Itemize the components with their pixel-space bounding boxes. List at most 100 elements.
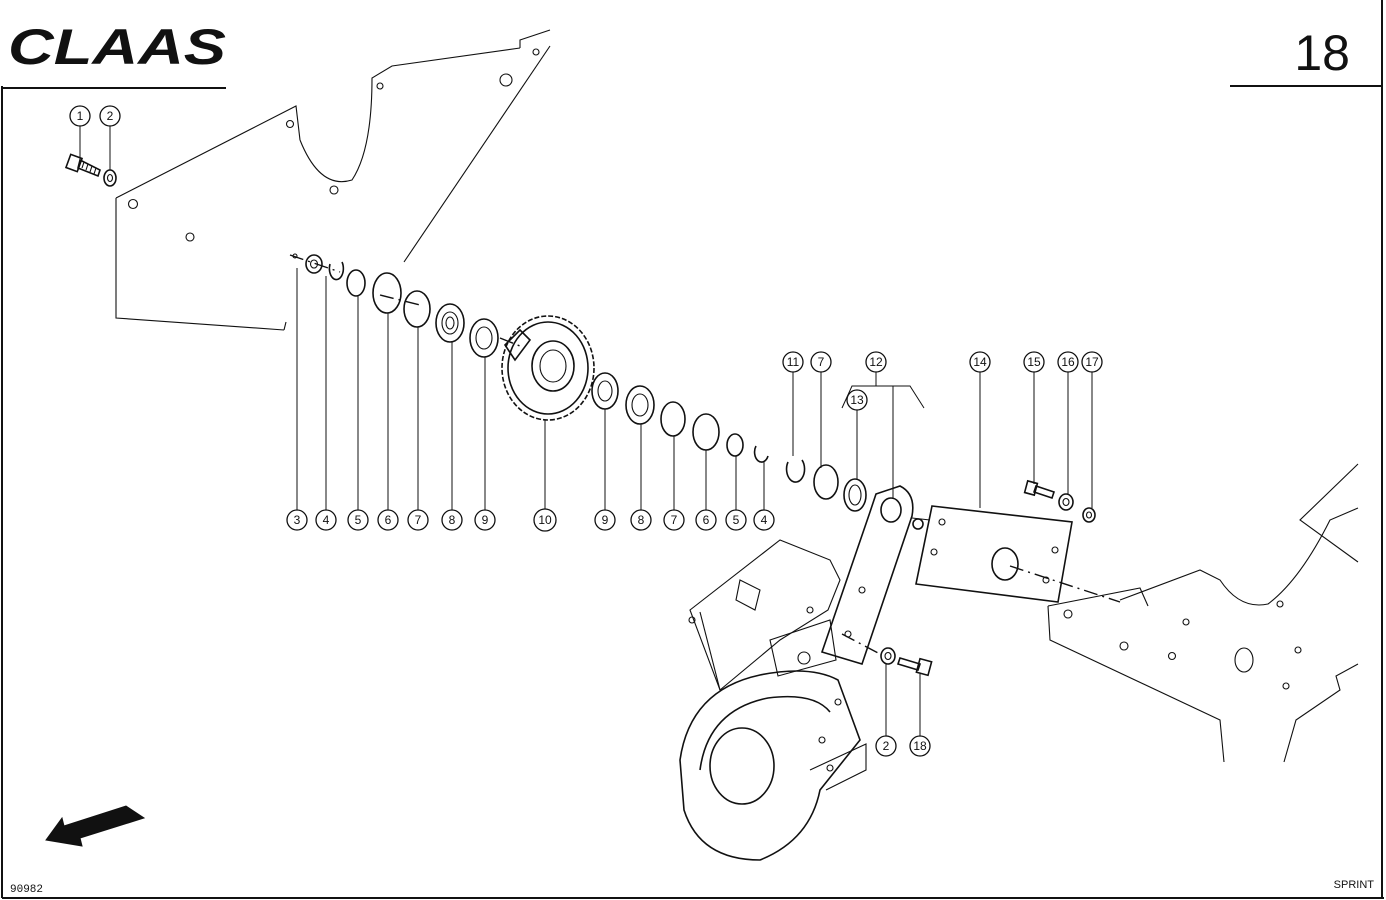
circlip-4	[328, 261, 345, 281]
callout-15: 15	[1023, 351, 1045, 373]
arrow-left-down-icon	[45, 805, 146, 847]
bearing-8-right	[625, 385, 655, 425]
callout-8-right: 8	[630, 509, 652, 531]
callout-1-label: 1	[77, 109, 84, 123]
nut-3	[305, 254, 323, 274]
callout-9-right-label: 9	[602, 513, 609, 527]
callout-10-label: 10	[538, 513, 552, 527]
callout-7-top-label: 7	[818, 355, 825, 369]
callout-6-label: 6	[385, 513, 392, 527]
callout-13: 13	[846, 389, 868, 411]
callout-17-label: 17	[1085, 355, 1099, 369]
nut-3-bore	[309, 259, 319, 269]
callout-6: 6	[377, 509, 399, 531]
bolt-18-centerline	[841, 633, 881, 655]
spacer-9-bore	[475, 326, 493, 350]
sprocket-10	[501, 315, 595, 421]
callout-4-right: 4	[753, 509, 775, 531]
washer-2-bottom	[880, 647, 896, 665]
arm-12	[820, 485, 931, 665]
callouts: 1 2 3 4 5 6 7 8 9 10 9 8 7 6 5 4 11 7 12…	[69, 105, 1103, 757]
ring-7-right	[660, 401, 686, 437]
ring-5	[346, 269, 366, 297]
logo-text: CLAAS	[8, 19, 226, 75]
washer-16	[1058, 493, 1074, 511]
shaft-components	[292, 253, 867, 512]
circlip-11	[785, 459, 806, 483]
callout-16-label: 16	[1061, 355, 1075, 369]
callout-11: 11	[782, 351, 804, 373]
ring-7	[403, 290, 431, 328]
callout-8-label: 8	[449, 513, 456, 527]
bearing-8-right-inner	[631, 393, 649, 417]
right-frame-plate	[1047, 463, 1359, 763]
callout-5-right: 5	[725, 509, 747, 531]
callout-5: 5	[347, 509, 369, 531]
callout-7-right: 7	[663, 509, 685, 531]
callout-7-right-label: 7	[671, 513, 678, 527]
callout-11-label: 11	[787, 355, 800, 369]
spacer-9	[469, 318, 499, 358]
callout-12-label: 12	[869, 355, 883, 369]
plate-14	[915, 505, 1121, 603]
callout-2: 2	[99, 105, 121, 127]
spacer-9-right	[591, 372, 619, 410]
callout-18: 18	[909, 735, 931, 757]
callout-14: 14	[969, 351, 991, 373]
callout-9-label: 9	[482, 513, 489, 527]
left-frame-plate	[115, 29, 551, 331]
callout-14-label: 14	[973, 355, 987, 369]
callout-2-label: 2	[107, 109, 114, 123]
callout-3-label: 3	[294, 513, 301, 527]
callout-6-right: 6	[695, 509, 717, 531]
claas-logo: CLAAS	[8, 19, 226, 75]
bearing-8	[435, 303, 465, 343]
callout-7-label: 7	[415, 513, 422, 527]
bearing-8-inner	[441, 311, 459, 335]
ring-5-right	[726, 433, 744, 457]
bearing-8-bore	[445, 316, 455, 330]
callout-15-label: 15	[1027, 355, 1041, 369]
bolt-1	[64, 153, 101, 178]
page-number: 18	[1294, 25, 1350, 81]
callout-13-label: 13	[850, 393, 864, 407]
bolt-15	[1023, 479, 1056, 500]
callout-16: 16	[1057, 351, 1079, 373]
model-name: SPRINT	[1334, 879, 1375, 891]
bushing-13-bore	[848, 484, 862, 506]
callout-5-right-label: 5	[733, 513, 740, 527]
washer-17	[1082, 507, 1096, 523]
callout-7-top: 7	[810, 351, 832, 373]
chain-guard-housing	[679, 539, 867, 861]
ring-7-far	[813, 464, 839, 500]
callout-4-label: 4	[323, 513, 330, 527]
drawing-code: 90982	[10, 884, 43, 896]
callout-2-bottom: 2	[875, 735, 897, 757]
snap-ring-6	[372, 272, 402, 314]
callout-8: 8	[441, 509, 463, 531]
spacer-9-right-bore	[597, 380, 613, 402]
bolt-18	[896, 657, 933, 677]
callout-9: 9	[474, 509, 496, 531]
callout-8-right-label: 8	[638, 513, 645, 527]
bushing-13	[843, 478, 867, 512]
pin-3	[292, 253, 298, 259]
leader-lines	[79, 126, 1093, 736]
callout-17: 17	[1081, 351, 1103, 373]
washer-2-top	[103, 169, 117, 187]
callout-1: 1	[69, 105, 91, 127]
callout-9-right: 9	[594, 509, 616, 531]
callout-6-right-label: 6	[703, 513, 710, 527]
callout-5-label: 5	[355, 513, 362, 527]
callout-4-right-label: 4	[761, 513, 768, 527]
callout-2-bottom-label: 2	[883, 739, 890, 753]
snap-ring-6-right	[692, 413, 720, 451]
callout-10: 10	[533, 508, 557, 532]
callout-18-label: 18	[913, 739, 927, 753]
circlip-4-right	[753, 445, 769, 463]
callout-7: 7	[407, 509, 429, 531]
callout-4: 4	[315, 509, 337, 531]
callout-3: 3	[286, 509, 308, 531]
